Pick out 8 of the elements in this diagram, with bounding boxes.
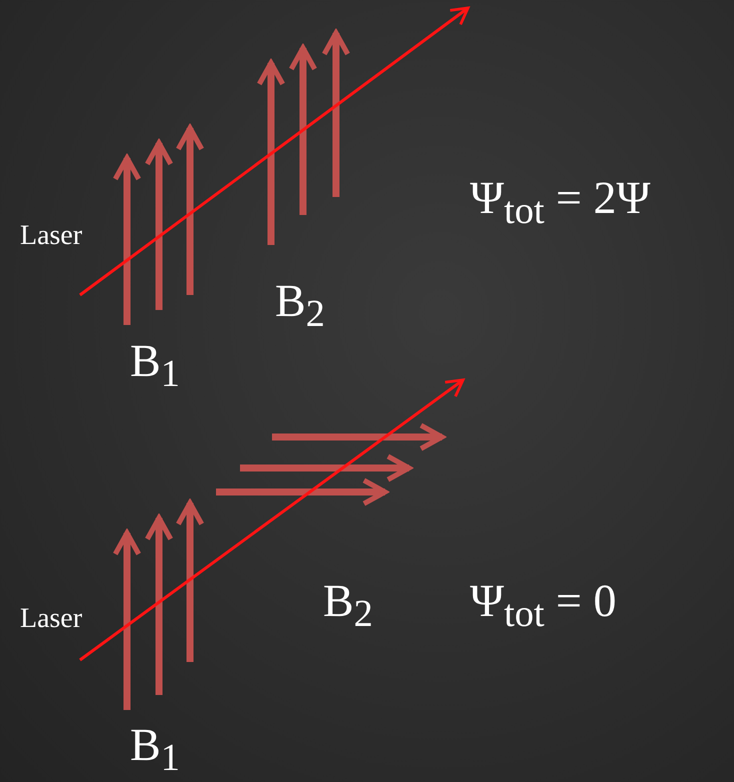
field-label: B$_{2}$ [323,578,373,634]
formula-label: Ψ$_{tot}$ = 0 [470,578,616,634]
laser-label: Laser [20,605,82,633]
field-label: B$_{2}$ [275,278,325,334]
field-label: B$_{1}$ [130,722,180,778]
laser-label: Laser [20,222,82,250]
formula-label: Ψ$_{tot}$ = 2Ψ [470,175,650,231]
field-label: B$_{1}$ [130,338,180,394]
